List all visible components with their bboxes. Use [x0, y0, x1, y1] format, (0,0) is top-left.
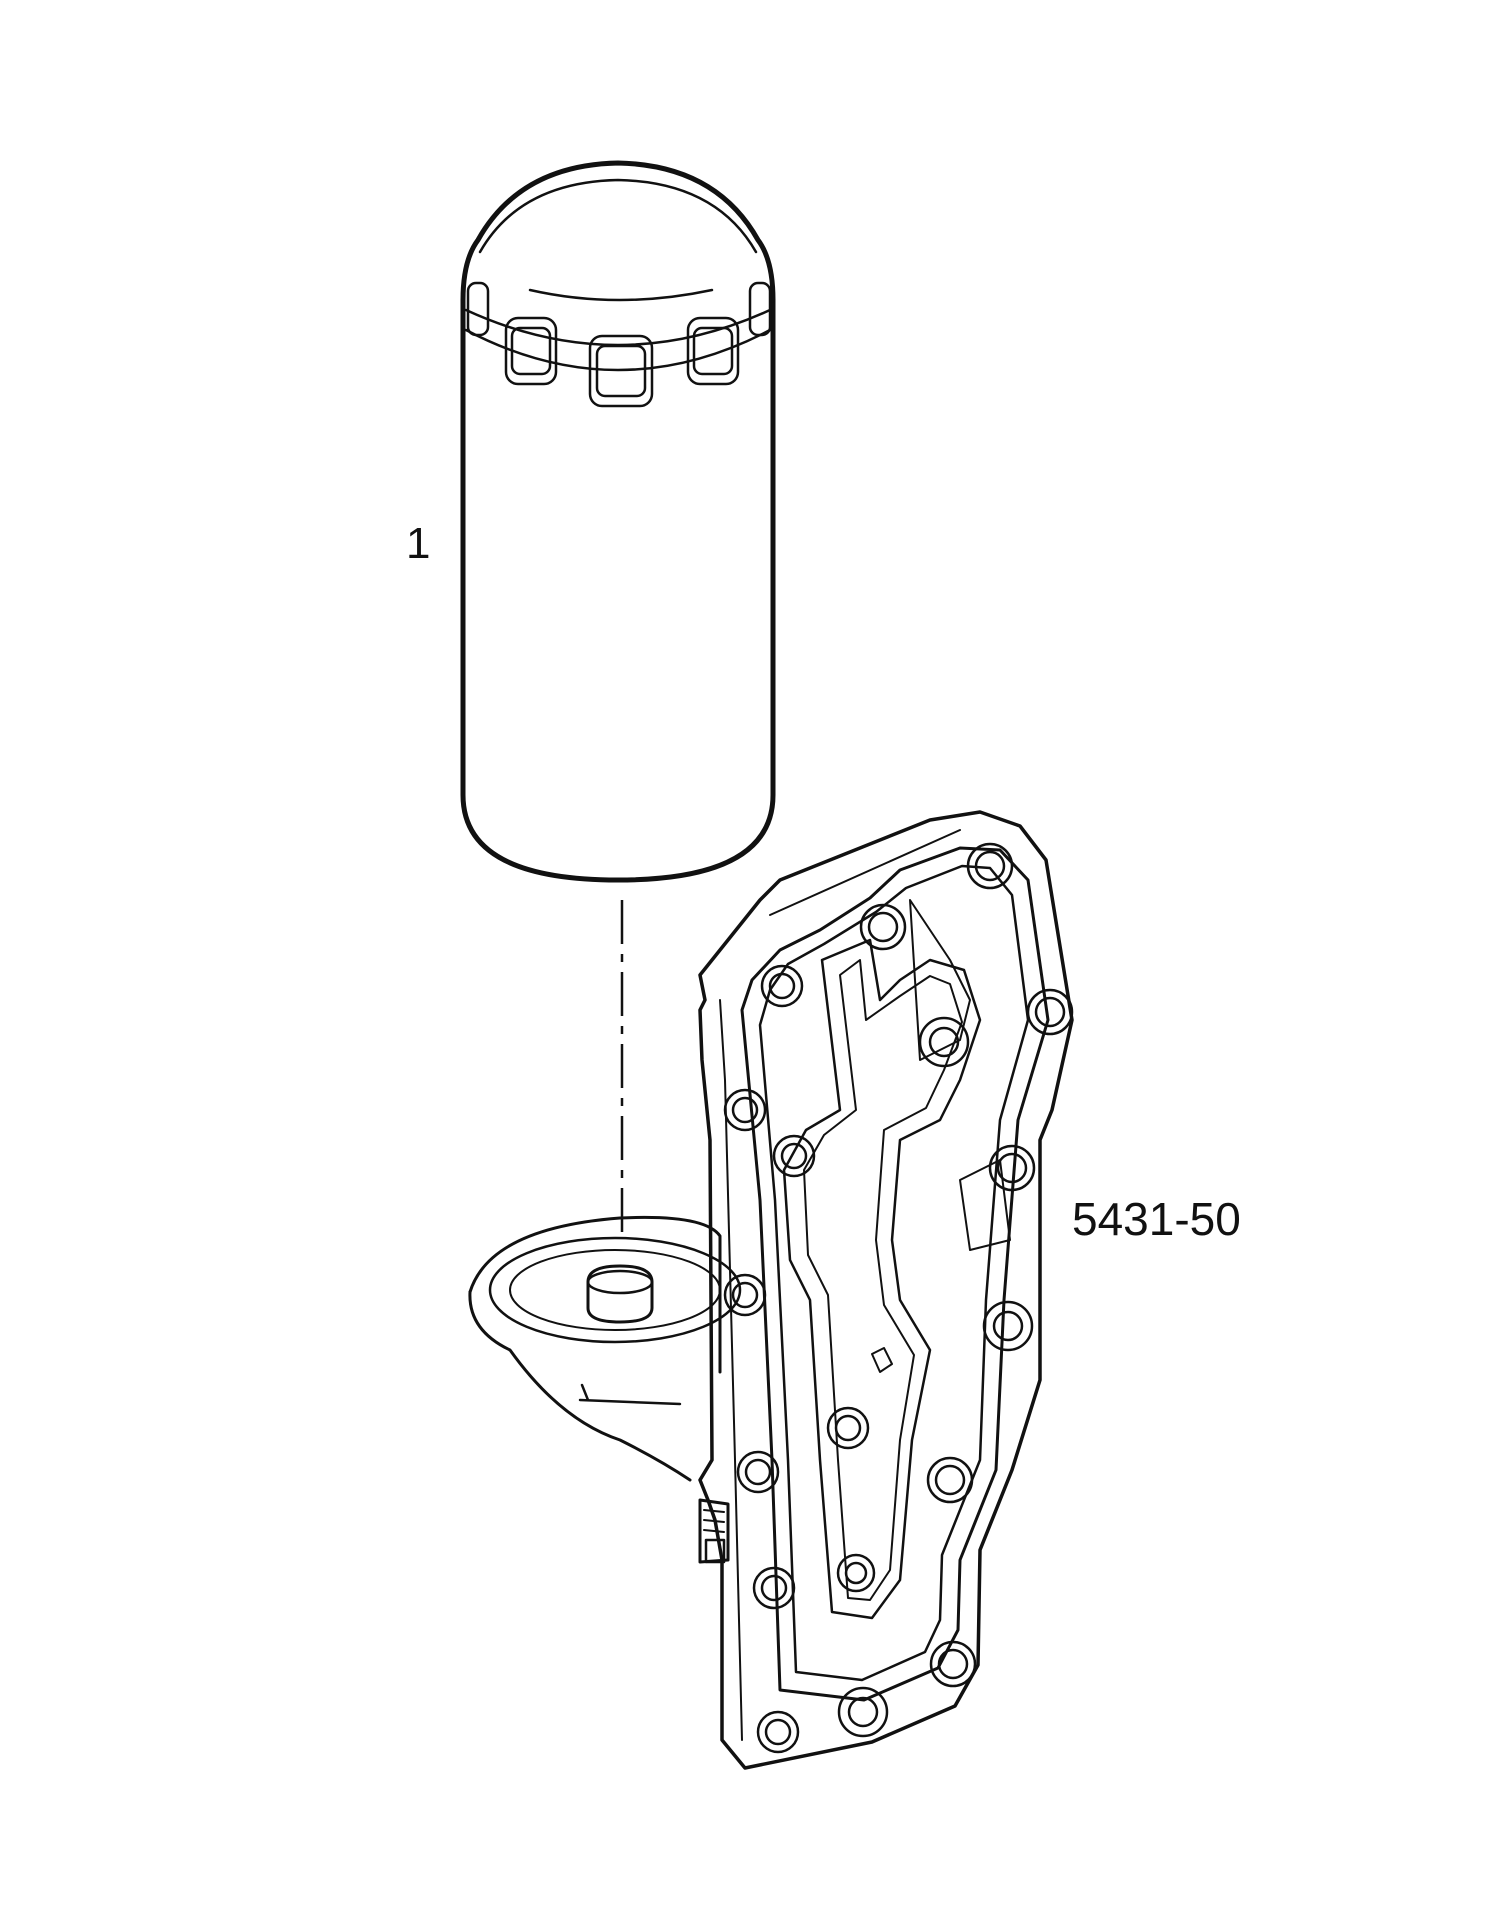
oil-filter-housing-icon	[468, 810, 1074, 1770]
oil-filter-cartridge-icon	[460, 160, 776, 883]
callout-part-1: 1	[406, 519, 431, 568]
callout-part-5431-50: 5431-50	[1072, 1193, 1241, 1245]
